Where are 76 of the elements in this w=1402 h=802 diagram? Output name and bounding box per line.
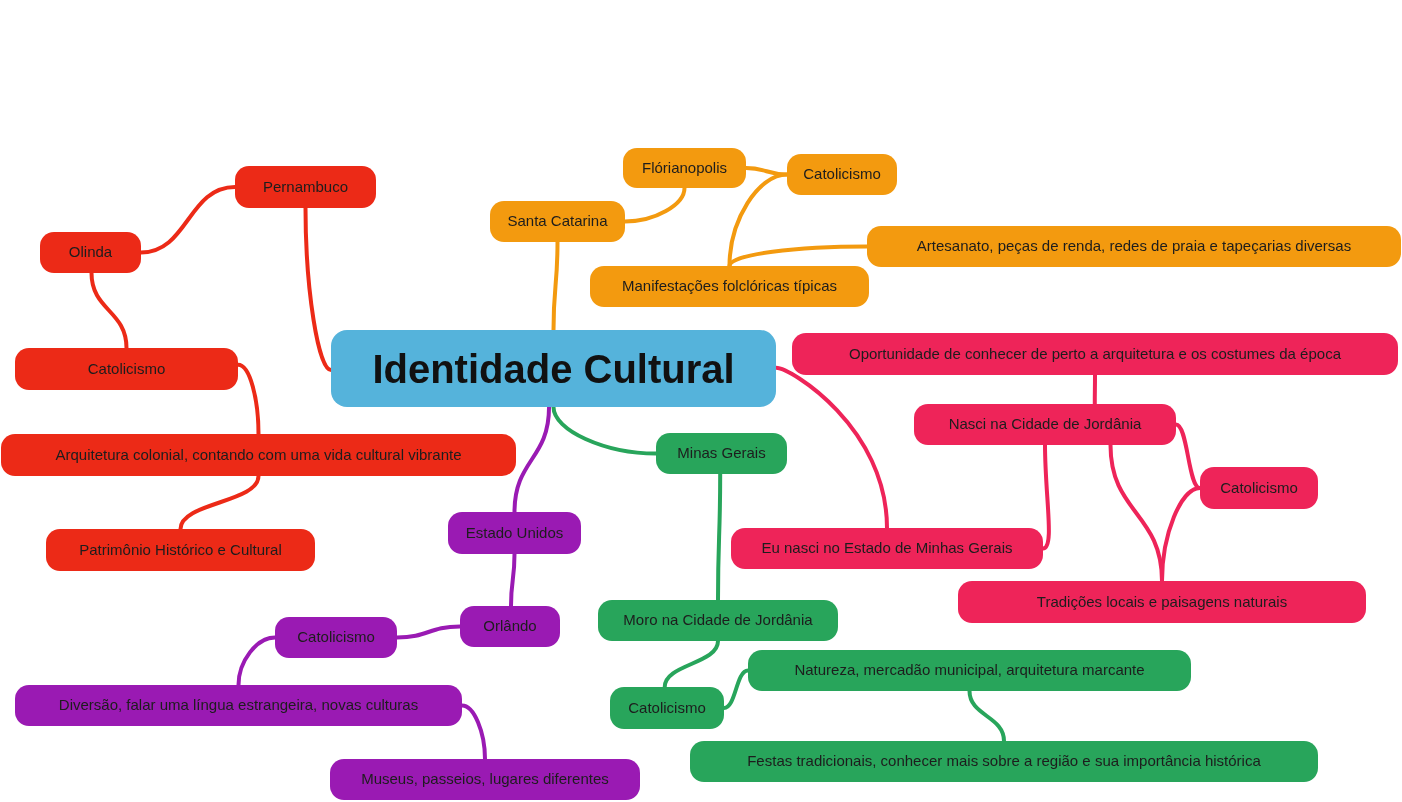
- topic-box: [40, 232, 141, 273]
- branch-line: [624, 187, 687, 224]
- topic-box: [275, 617, 397, 658]
- branch-line: [1160, 486, 1201, 582]
- branch-line: [461, 703, 487, 760]
- branch-line: [140, 185, 236, 255]
- topic-label: Catolicismo: [297, 628, 375, 647]
- topic-label: Catolicismo: [803, 165, 881, 184]
- branch-line: [551, 242, 560, 330]
- branch-line: [1042, 444, 1051, 551]
- topic-box: [914, 404, 1176, 445]
- topic-box: [610, 687, 724, 729]
- branch-line: [512, 406, 552, 513]
- topic-box: [867, 226, 1401, 267]
- topic-box: [656, 433, 787, 474]
- topic-label: Moro na Cidade de Jordânia: [623, 611, 813, 630]
- branch-line: [178, 475, 261, 530]
- topic-label: Museus, passeios, lugares diferentes: [361, 770, 609, 789]
- branch-line: [237, 362, 261, 435]
- branch-line: [967, 690, 1006, 742]
- branch-line: [716, 474, 723, 600]
- topic-label: Artesanato, peças de renda, redes de praia e tapeçarias diversas: [916, 237, 1352, 256]
- branch-line: [745, 166, 788, 177]
- branch-line: [775, 365, 889, 529]
- topic-label: Festas tradicionais, conhecer mais sobre a região e sua importância histórica: [747, 752, 1261, 771]
- topic-label: Estado Unidos: [465, 523, 564, 543]
- branch-line: [662, 640, 720, 688]
- topic-box: [792, 333, 1398, 375]
- topic-box: [1, 434, 516, 476]
- topic-label: Tradições locais e paisagens naturais: [1036, 592, 1288, 612]
- topic-label: Olinda: [68, 243, 113, 262]
- central-topic-box: [331, 330, 776, 407]
- topic-label: Santa Catarina: [507, 212, 608, 231]
- topic-label: Orlândo: [483, 617, 537, 636]
- branch-line: [551, 406, 657, 456]
- topic-label: Catolicismo: [1220, 478, 1298, 498]
- topic-box: [330, 759, 640, 800]
- topic-box: [460, 606, 560, 647]
- topic-box: [235, 166, 376, 208]
- topic-box: [448, 512, 581, 554]
- topic-box: [958, 581, 1366, 623]
- branch-line: [1092, 375, 1097, 404]
- branch-line: [396, 624, 461, 640]
- branch-line: [509, 553, 517, 607]
- branch-line: [1175, 422, 1201, 490]
- topic-label: Minas Gerais: [677, 444, 766, 463]
- topic-box: [787, 154, 897, 195]
- topic-box: [1200, 467, 1318, 509]
- topic-label: Catolicismo: [87, 359, 166, 379]
- topic-box: [15, 348, 238, 390]
- topic-label: Manifestações folclóricas típicas: [621, 277, 838, 296]
- topic-label: Arquitetura colonial, contando com uma vida cultural vibrante: [55, 445, 462, 465]
- topic-label: Oportunidade de conhecer de perto a arquitetura e os costumes da época: [849, 344, 1341, 364]
- topic-box: [590, 266, 869, 307]
- branch-line: [303, 207, 332, 372]
- topic-label: Flórianopolis: [641, 158, 727, 178]
- topic-label: Natureza, mercadão municipal, arquitetura marcante: [794, 661, 1145, 680]
- topic-label: Nasci na Cidade de Jordânia: [948, 415, 1142, 434]
- topic-label: Patrimônio Histórico e Cultural: [79, 540, 282, 560]
- topic-box: [598, 600, 838, 641]
- topic-label: Diversão, falar uma língua estrangeira, novas culturas: [58, 696, 419, 715]
- topic-box: [690, 741, 1318, 782]
- topic-label: Pernambuco: [262, 177, 349, 197]
- topic-label: Catolicismo: [628, 698, 706, 718]
- branch-line: [89, 272, 129, 349]
- topic-box: [490, 201, 625, 242]
- branch-line: [727, 244, 868, 267]
- topic-label: Eu nasci no Estado de Minhas Gerais: [761, 539, 1013, 558]
- branch-line: [236, 635, 276, 686]
- topic-box: [623, 148, 746, 188]
- topic-box: [748, 650, 1191, 691]
- topic-box: [15, 685, 462, 726]
- topic-box: [46, 529, 315, 571]
- central-topic-label: Identidade Cultural: [372, 345, 735, 393]
- branch-line: [723, 668, 749, 710]
- topic-box: [731, 528, 1043, 569]
